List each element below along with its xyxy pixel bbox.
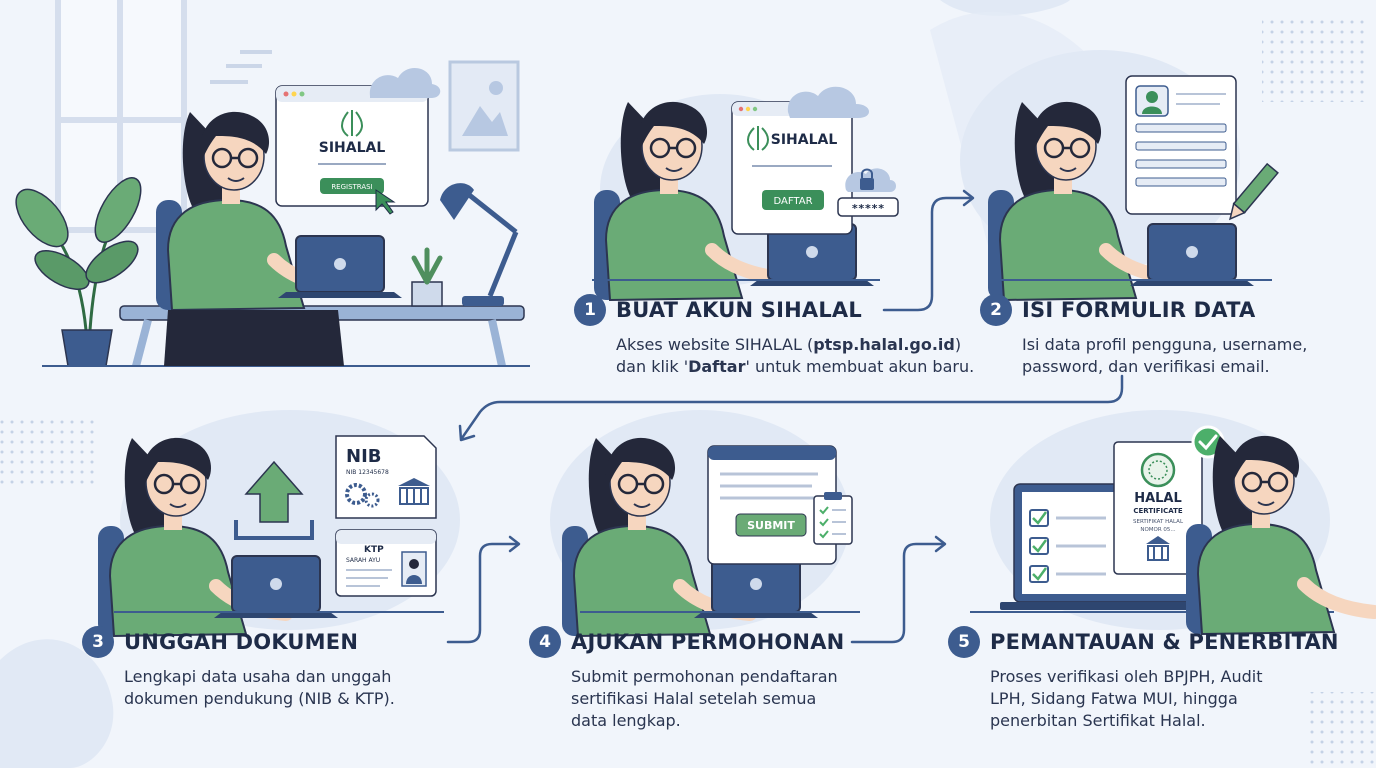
step-5: 5 PEMANTAUAN & PENERBITAN Proses verifik… bbox=[948, 626, 1339, 732]
step2-laptop bbox=[1129, 223, 1255, 287]
step-3-title: UNGGAH DOKUMEN bbox=[124, 630, 359, 654]
arrow-step3-to-step4 bbox=[446, 542, 520, 644]
nib-title: NIB bbox=[346, 446, 381, 467]
certificate-line2: NOMOR 05... bbox=[1140, 527, 1176, 533]
arrow-step2-to-step3 bbox=[460, 374, 1124, 440]
step-2-title: ISI FORMULIR DATA bbox=[1022, 298, 1256, 322]
step-1-desc-text: Akses website SIHALAL ( bbox=[616, 335, 814, 354]
hero-laptop bbox=[277, 235, 403, 299]
arrow-step4-to-step5 bbox=[850, 542, 946, 644]
hero-browser-window: SIHALAL REGISTRASI bbox=[275, 85, 429, 215]
password-field bbox=[837, 197, 899, 217]
pencil-icon bbox=[1229, 162, 1279, 221]
step-5-desc-line: LPH, Sidang Fatwa MUI, hingga bbox=[990, 689, 1238, 708]
step2-illustration bbox=[960, 50, 1279, 300]
desk-lamp bbox=[440, 183, 519, 306]
step-4-description: Submit permohonan pendaftaran sertifikas… bbox=[571, 666, 844, 732]
ktp-name: SARAH AYU bbox=[346, 557, 380, 564]
flow-arrows bbox=[446, 189, 1124, 644]
step1-brand: SIHALAL bbox=[771, 132, 838, 148]
upload-icon bbox=[234, 460, 314, 540]
nib-number: NIB 12345678 bbox=[346, 469, 389, 476]
clipboard-checklist-icon bbox=[813, 492, 853, 545]
step-3: 3 UNGGAH DOKUMEN Lengkapi data usaha dan… bbox=[82, 626, 395, 710]
sihalal-url-link: ptsp.halal.go.id bbox=[813, 335, 955, 354]
nib-card: NIB NIB 12345678 bbox=[335, 435, 437, 519]
ktp-title: KTP bbox=[364, 545, 384, 555]
building-icon bbox=[398, 478, 430, 505]
step1-browser-window: SIHALAL DAFTAR bbox=[731, 101, 853, 235]
submit-browser-window: SUBMIT bbox=[707, 445, 837, 565]
wall-picture bbox=[448, 60, 520, 152]
step-2: 2 ISI FORMULIR DATA Isi data profil peng… bbox=[980, 294, 1307, 378]
step-1: 1 BUAT AKUN SIHALAL Akses website SIHALA… bbox=[574, 294, 974, 378]
step-5-desc-line: penerbitan Sertifikat Halal. bbox=[990, 711, 1206, 730]
desk-plant bbox=[411, 247, 443, 307]
step-4-desc-line: sertifikasi Halal setelah semua bbox=[571, 689, 817, 708]
wall-shelves bbox=[210, 50, 272, 84]
halal-certificate: HALAL CERTIFICATE SERTIFIKAT HALAL NOMOR… bbox=[1113, 441, 1203, 575]
step-1-number-badge: 1 bbox=[574, 294, 606, 326]
halal-seal-icon bbox=[1140, 452, 1176, 488]
step-4-title: AJUKAN PERMOHONAN bbox=[571, 630, 845, 654]
step-4-desc-line: data lengkap. bbox=[571, 711, 681, 730]
step-1-desc-text: ' untuk membuat akun baru. bbox=[745, 357, 975, 376]
step1-daftar-button: DAFTAR bbox=[773, 196, 812, 207]
cursor-icon bbox=[375, 189, 396, 215]
step-3-desc-line: Lengkapi data usaha dan unggah bbox=[124, 667, 392, 686]
floor-plant bbox=[15, 177, 142, 367]
hero-person bbox=[156, 112, 344, 366]
step-5-title: PEMANTAUAN & PENERBITAN bbox=[990, 630, 1339, 654]
hero-illustration: SIHALAL REGISTRASI bbox=[15, 0, 530, 368]
certificate-subtitle: CERTIFICATE bbox=[1133, 507, 1183, 515]
submit-button-illustration: SUBMIT bbox=[747, 519, 795, 532]
step4-laptop bbox=[693, 555, 819, 619]
daftar-label: Daftar bbox=[688, 357, 746, 376]
step3-laptop bbox=[213, 555, 339, 619]
hero-brand: SIHALAL bbox=[319, 140, 386, 156]
step-4: 4 AJUKAN PERMOHONAN Submit permohonan pe… bbox=[529, 626, 844, 732]
step-2-description: Isi data profil pengguna, username, pass… bbox=[1022, 334, 1307, 378]
step4-illustration: SUBMIT bbox=[550, 410, 860, 636]
gear-small-icon bbox=[364, 492, 380, 508]
hero-register-button: REGISTRASI bbox=[331, 183, 372, 191]
step1-illustration: SIHALAL DAFTAR ***** bbox=[592, 86, 899, 300]
step-2-desc-line: password, dan verifikasi email. bbox=[1022, 357, 1270, 376]
step-4-number-badge: 4 bbox=[529, 626, 561, 658]
gear-icon bbox=[345, 483, 367, 505]
lock-cloud-icon bbox=[845, 168, 896, 192]
step-1-desc-text: ) bbox=[954, 335, 962, 354]
profile-form-card bbox=[1125, 75, 1237, 215]
step-1-desc-text: dan klik ' bbox=[616, 357, 689, 376]
step-2-desc-line: Isi data profil pengguna, username, bbox=[1022, 335, 1308, 354]
certificate-building-icon bbox=[1146, 536, 1170, 561]
password-mask: ***** bbox=[851, 202, 884, 215]
step-3-number-badge: 3 bbox=[82, 626, 114, 658]
step-1-title: BUAT AKUN SIHALAL bbox=[616, 298, 862, 322]
step-4-desc-line: Submit permohonan pendaftaran bbox=[571, 667, 838, 686]
ktp-card: KTP SARAH AYU bbox=[335, 529, 437, 597]
arrow-step1-to-step2 bbox=[882, 196, 974, 312]
step-3-desc-line: dokumen pendukung (NIB & KTP). bbox=[124, 689, 395, 708]
step-1-description: Akses website SIHALAL (ptsp.halal.go.id)… bbox=[616, 334, 974, 378]
step5-illustration: HALAL CERTIFICATE SERTIFIKAT HALAL NOMOR… bbox=[970, 410, 1374, 634]
certificate-title: HALAL bbox=[1134, 491, 1182, 506]
step3-illustration: NIB NIB 12345678 KTP SARAH AYU bbox=[98, 410, 460, 636]
step-5-description: Proses verifikasi oleh BPJPH, Audit LPH,… bbox=[990, 666, 1339, 732]
step-3-description: Lengkapi data usaha dan unggah dokumen p… bbox=[124, 666, 395, 710]
step-5-number-badge: 5 bbox=[948, 626, 980, 658]
step-2-number-badge: 2 bbox=[980, 294, 1012, 326]
step1-cloud-icon bbox=[787, 86, 870, 118]
certificate-line1: SERTIFIKAT HALAL bbox=[1133, 519, 1184, 525]
step-5-desc-line: Proses verifikasi oleh BPJPH, Audit bbox=[990, 667, 1263, 686]
cloud-icon bbox=[369, 67, 441, 98]
